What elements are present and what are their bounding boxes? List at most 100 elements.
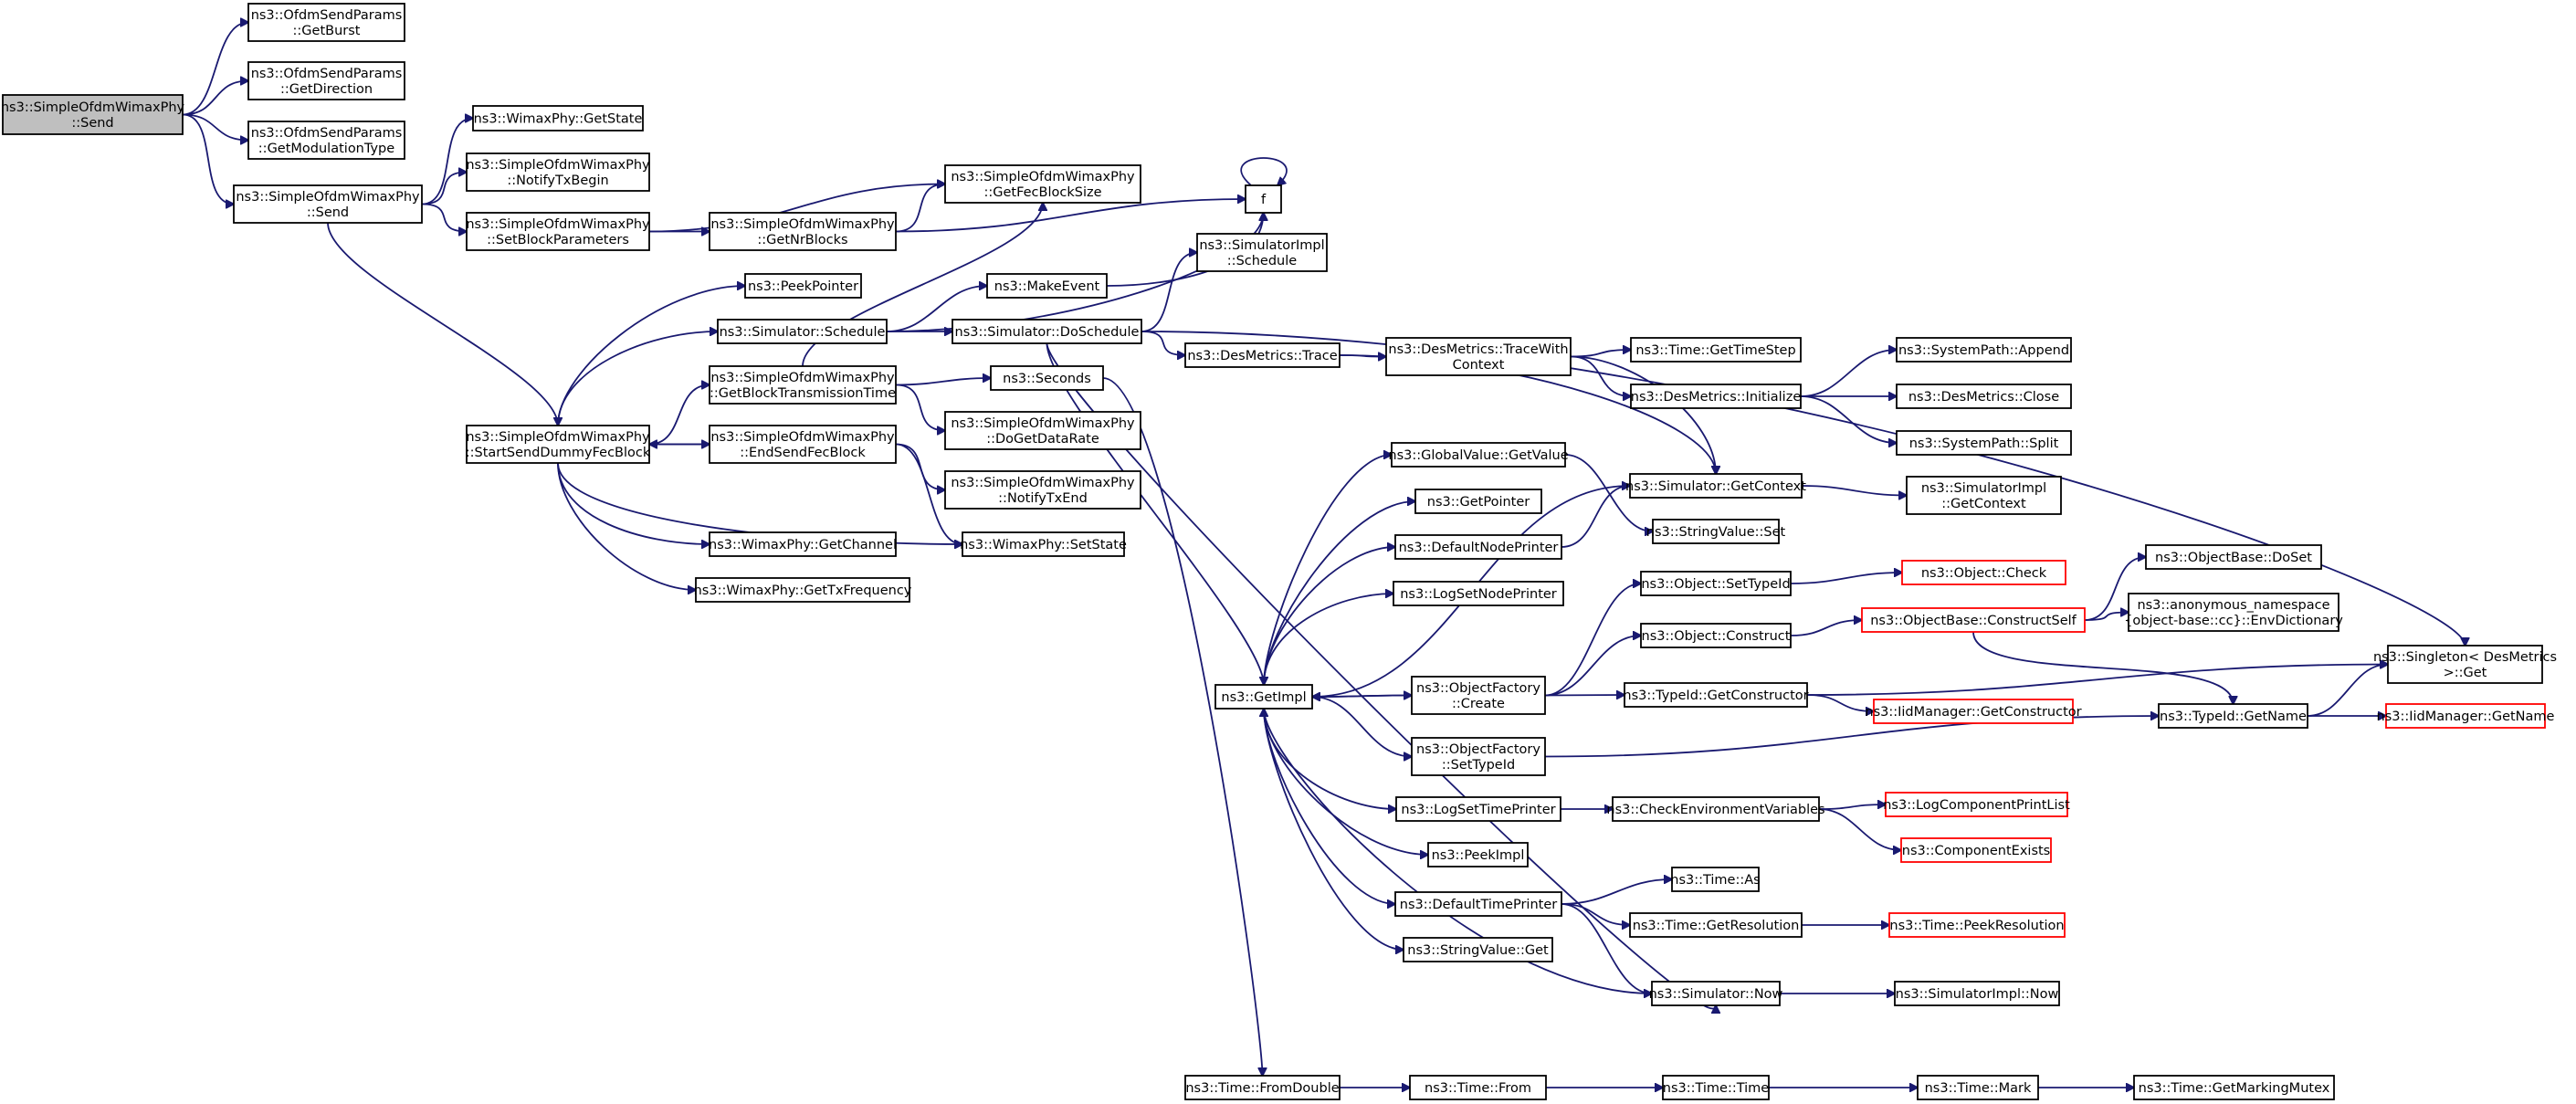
node-setstate[interactable]: ns3::WimaxPhy::SetState: [960, 531, 1127, 557]
node-box-desmtrace: [1184, 342, 1341, 368]
edge-getblocktt-to-getfecblocksize: [802, 203, 1043, 367]
node-globalgetvalue[interactable]: ns3::GlobalValue::GetValue: [1388, 442, 1569, 468]
node-syssplit[interactable]: ns3::SystemPath::Split: [1896, 430, 2072, 456]
node-simnow[interactable]: ns3::Simulator::Now: [1649, 981, 1783, 1006]
node-componentexists[interactable]: ns3::ComponentExists: [1900, 837, 2052, 863]
node-checkenvvars[interactable]: ns3::CheckEnvironmentVariables: [1606, 796, 1825, 822]
node-label-gettxfreq-0: ns3::WimaxPhy::GetTxFrequency: [694, 584, 912, 598]
node-timeas[interactable]: ns3::Time::As: [1670, 867, 1761, 892]
node-setblockparams[interactable]: ns3::SimpleOfdmWimaxPhy::SetBlockParamet…: [466, 212, 650, 251]
node-schedule[interactable]: ns3::Simulator::Schedule: [717, 319, 888, 344]
node-label-timepeekres-0: ns3::Time::PeekResolution: [1889, 919, 2064, 933]
node-singletonget[interactable]: ns3::Singleton< DesMetrics>::Get: [2373, 645, 2557, 684]
node-label-stringvalueset-0: ns3::StringValue::Set: [1646, 525, 1786, 540]
node-label-objfactcreate-0: ns3::ObjectFactory: [1416, 681, 1540, 696]
node-peekpointer[interactable]: ns3::PeekPointer: [744, 273, 862, 299]
node-label-root-0: ns3::SimpleOfdmWimaxPhy: [1, 100, 185, 115]
node-constructself[interactable]: ns3::ObjectBase::ConstructSelf: [1861, 607, 2086, 633]
node-label-doschedule-0: ns3::Simulator::DoSchedule: [955, 325, 1140, 340]
node-objsettypeid[interactable]: ns3::Object::SetTypeId: [1640, 571, 1792, 596]
node-makeevent[interactable]: ns3::MakeEvent: [986, 273, 1108, 299]
node-typeidgetname[interactable]: ns3::TypeId::GetName: [2158, 703, 2308, 729]
node-timefrom[interactable]: ns3::Time::From: [1409, 1075, 1547, 1100]
node-objfactcreate[interactable]: ns3::ObjectFactory::Create: [1411, 676, 1546, 715]
node-desmclose[interactable]: ns3::DesMetrics::Close: [1896, 384, 2072, 409]
node-getburst[interactable]: ns3::OfdmSendParams::GetBurst: [247, 3, 405, 42]
node-defnodeprinter[interactable]: ns3::DefaultNodePrinter: [1394, 534, 1562, 560]
node-simgetcontext[interactable]: ns3::Simulator::GetContext: [1625, 473, 1806, 499]
node-send2[interactable]: ns3::SimpleOfdmWimaxPhy::Send: [233, 184, 423, 224]
node-box-setstate: [962, 531, 1125, 557]
node-envdict[interactable]: ns3::anonymous_namespace{object-base::cc…: [2124, 593, 2343, 632]
node-box-peekpointer: [744, 273, 862, 299]
node-sysappend[interactable]: ns3::SystemPath::Append: [1896, 337, 2072, 363]
node-typeidgetctor[interactable]: ns3::TypeId::GetConstructor: [1623, 682, 1809, 708]
node-timegetres[interactable]: ns3::Time::GetResolution: [1629, 912, 1803, 938]
node-logsetnodeprinter[interactable]: ns3::LogSetNodePrinter: [1393, 581, 1564, 606]
node-simimplschedule[interactable]: ns3::SimulatorImpl::Schedule: [1196, 233, 1328, 272]
node-box-globalgetvalue: [1391, 442, 1566, 468]
node-getblocktt[interactable]: ns3::SimpleOfdmWimaxPhy::GetBlockTransmi…: [709, 365, 897, 405]
node-timefromdouble[interactable]: ns3::Time::FromDouble: [1184, 1075, 1341, 1100]
node-dogetdatarate[interactable]: ns3::SimpleOfdmWimaxPhy::DoGetDataRate: [944, 411, 1141, 450]
node-label-getblocktt-1: ::GetBlockTransmissionTime: [710, 386, 896, 401]
node-getstate[interactable]: ns3::WimaxPhy::GetState: [472, 105, 644, 131]
node-endsend[interactable]: ns3::SimpleOfdmWimaxPhy::EndSendFecBlock: [709, 425, 897, 464]
node-timepeekres[interactable]: ns3::Time::PeekResolution: [1888, 912, 2066, 938]
node-getdirection[interactable]: ns3::OfdmSendParams::GetDirection: [247, 61, 405, 100]
node-doschedule[interactable]: ns3::Simulator::DoSchedule: [952, 319, 1142, 344]
node-label-objconstruct-0: ns3::Object::Construct: [1642, 629, 1791, 644]
node-box-gettimestep: [1630, 337, 1802, 363]
node-box-timefrom: [1409, 1075, 1547, 1100]
node-seconds[interactable]: ns3::Seconds: [990, 365, 1104, 391]
node-root[interactable]: ns3::SimpleOfdmWimaxPhy::Send: [1, 94, 185, 135]
node-label-send2-0: ns3::SimpleOfdmWimaxPhy: [236, 190, 420, 205]
node-box-typeidgetname: [2158, 703, 2308, 729]
node-stringvalueget[interactable]: ns3::StringValue::Get: [1403, 937, 1553, 962]
node-objfactsettypeid[interactable]: ns3::ObjectFactory::SetTypeId: [1411, 737, 1546, 776]
node-startsend[interactable]: ns3::SimpleOfdmWimaxPhy::StartSendDummyF…: [466, 425, 651, 464]
node-getmarkingmutex[interactable]: ns3::Time::GetMarkingMutex: [2133, 1075, 2335, 1100]
node-box-schedule: [717, 319, 888, 344]
node-gettimestep[interactable]: ns3::Time::GetTimeStep: [1630, 337, 1802, 363]
node-box-root: [2, 94, 184, 135]
node-logcompprintlist[interactable]: ns3::LogComponentPrintList: [1883, 792, 2070, 817]
node-f[interactable]: f: [1245, 184, 1282, 214]
node-timemark[interactable]: ns3::Time::Mark: [1917, 1075, 2039, 1100]
node-iidgetctor[interactable]: ns3::IidManager::GetConstructor: [1865, 699, 2082, 724]
edge-root-to-getmod: [182, 113, 248, 141]
node-getnrblocks[interactable]: ns3::SimpleOfdmWimaxPhy::GetNrBlocks: [709, 212, 897, 251]
node-box-getdirection: [247, 61, 405, 100]
node-simimplnow[interactable]: ns3::SimulatorImpl::Now: [1894, 981, 2060, 1006]
node-objbasedoset[interactable]: ns3::ObjectBase::DoSet: [2145, 544, 2322, 570]
node-getmod[interactable]: ns3::OfdmSendParams::GetModulationType: [247, 121, 405, 160]
node-objcheck[interactable]: ns3::Object::Check: [1901, 560, 2066, 585]
node-notifytxbegin[interactable]: ns3::SimpleOfdmWimaxPhy::NotifyTxBegin: [466, 152, 650, 192]
node-objconstruct[interactable]: ns3::Object::Construct: [1640, 623, 1792, 648]
node-desmtrace[interactable]: ns3::DesMetrics::Trace: [1184, 342, 1341, 368]
node-getpointer[interactable]: ns3::GetPointer: [1414, 489, 1542, 514]
node-getfecblocksize[interactable]: ns3::SimpleOfdmWimaxPhy::GetFecBlockSize: [944, 164, 1141, 204]
node-gettxfreq[interactable]: ns3::WimaxPhy::GetTxFrequency: [694, 577, 912, 603]
node-box-logsetnodeprinter: [1393, 581, 1564, 606]
node-desminit[interactable]: ns3::DesMetrics::Initialize: [1630, 384, 1802, 409]
node-notifytxend[interactable]: ns3::SimpleOfdmWimaxPhy::NotifyTxEnd: [944, 470, 1141, 510]
node-stringvalueset[interactable]: ns3::StringValue::Set: [1646, 519, 1786, 544]
node-box-startsend: [466, 425, 650, 464]
edge-tracewithcontext-to-gettimestep: [1570, 350, 1631, 358]
node-box-objsettypeid: [1640, 571, 1792, 596]
node-box-objbasedoset: [2145, 544, 2322, 570]
node-logsettimeprinter[interactable]: ns3::LogSetTimePrinter: [1395, 796, 1561, 822]
node-simimplgetcontext[interactable]: ns3::SimulatorImpl::GetContext: [1906, 476, 2062, 515]
node-iidgetname[interactable]: ns3::IidManager::GetName: [2377, 703, 2555, 729]
edge-root-to-getburst: [182, 23, 248, 116]
edge-getimpl-to-objfactsettypeid: [1311, 696, 1412, 757]
node-getchannel[interactable]: ns3::WimaxPhy::GetChannel: [709, 531, 897, 557]
node-timetime[interactable]: ns3::Time::Time: [1662, 1075, 1770, 1100]
node-peekimpl[interactable]: ns3::PeekImpl: [1427, 842, 1529, 867]
node-label-getstate-0: ns3::WimaxPhy::GetState: [474, 112, 643, 127]
node-deftimeprinter[interactable]: ns3::DefaultTimePrinter: [1394, 891, 1562, 917]
node-getimpl[interactable]: ns3::GetImpl: [1214, 684, 1313, 710]
